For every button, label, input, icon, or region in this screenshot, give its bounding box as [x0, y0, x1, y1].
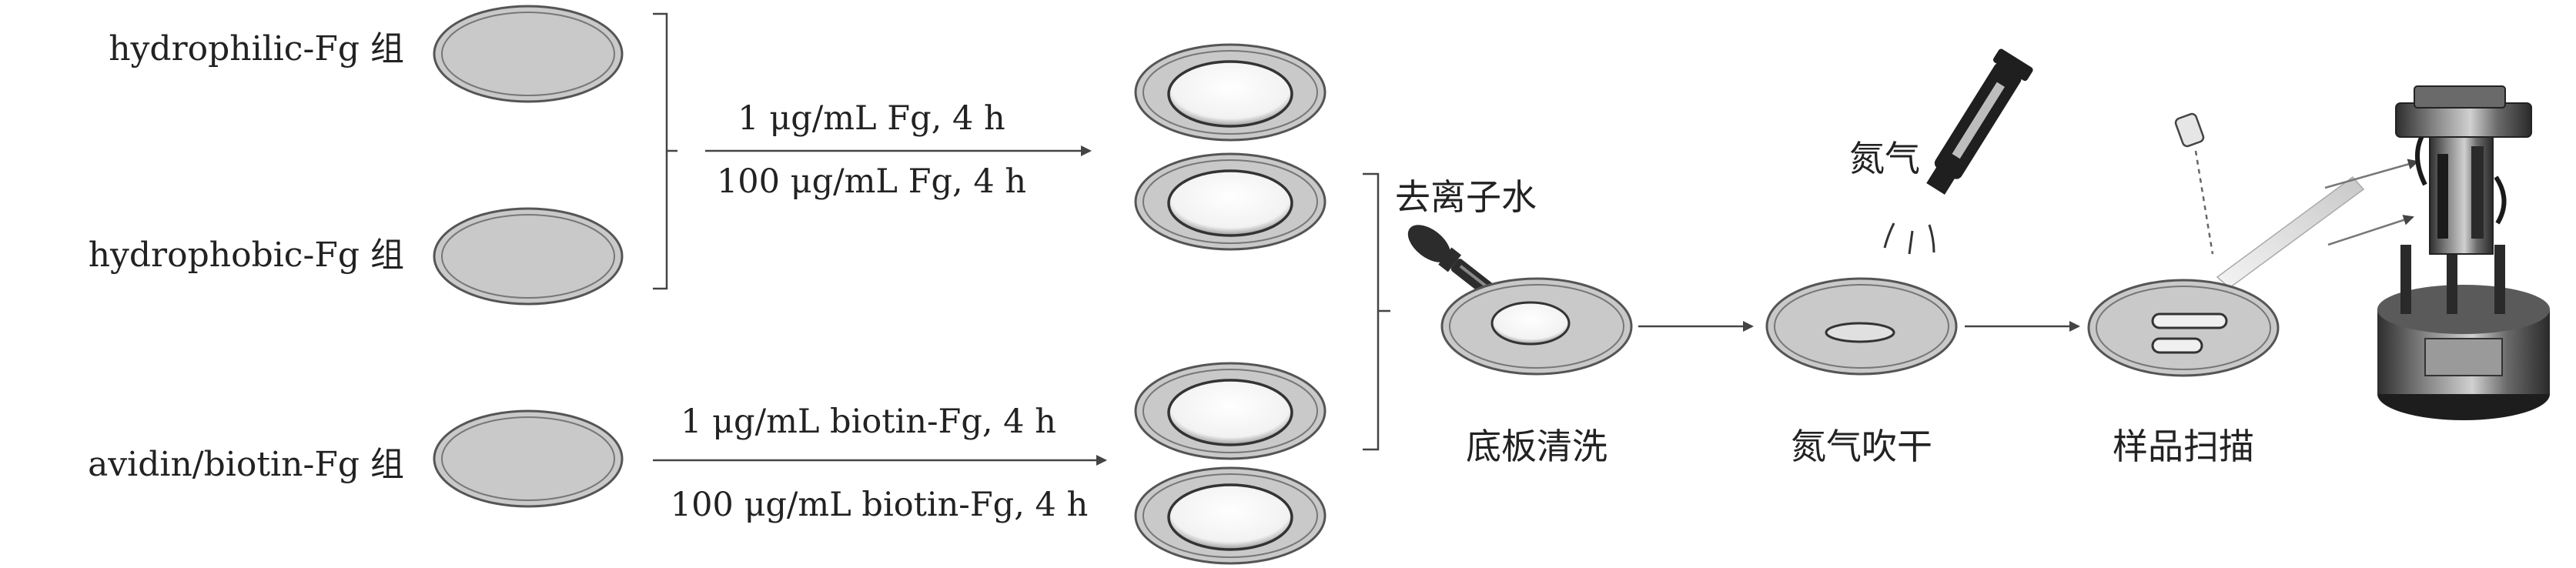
group-label-hydrophilic: hydrophilic-Fg 组	[109, 29, 404, 68]
group-bracket	[653, 12, 677, 290]
condition-fg-high: 100 μg/mL Fg, 4 h	[717, 162, 1026, 201]
condition-biotin-high: 100 μg/mL biotin-Fg, 4 h	[671, 486, 1089, 524]
condition-biotin-low: 1 μg/mL biotin-Fg, 4 h	[681, 403, 1056, 441]
wash-dish	[1440, 277, 1633, 376]
step-label-dry: 氮气吹干	[1791, 426, 1932, 467]
dry-dish	[1765, 277, 1958, 376]
incubated-dish-biotin-low	[1134, 362, 1326, 460]
reagent-nitrogen-label: 氮气	[1849, 138, 1920, 179]
group-label-avidin: avidin/biotin-Fg 组	[88, 445, 404, 484]
merge-bracket	[1363, 172, 1390, 451]
incubated-dish-fg-high	[1134, 152, 1326, 251]
instrument-pointer-2	[2327, 215, 2414, 246]
substrate-dish-hydrophobic	[433, 207, 624, 306]
substrate-dish-avidin	[433, 409, 624, 508]
scan-probe-icon	[2174, 112, 2365, 289]
afm-instrument-icon	[2377, 85, 2550, 420]
nitrogen-gun-icon	[1883, 48, 2033, 255]
instrument-pointer-1	[2324, 159, 2419, 189]
incubated-dish-fg-low	[1134, 43, 1326, 142]
incubated-dish-biotin-high	[1134, 466, 1326, 565]
step-label-wash: 底板清洗	[1466, 426, 1607, 467]
group-label-hydrophobic: hydrophobic-Fg 组	[89, 236, 404, 275]
condition-fg-low: 1 μg/mL Fg, 4 h	[738, 99, 1005, 138]
step-label-scan: 样品扫描	[2113, 426, 2254, 467]
reagent-water-label: 去离子水	[1395, 176, 1537, 218]
scan-dish	[2087, 279, 2280, 377]
substrate-dish-hydrophilic	[433, 5, 624, 103]
